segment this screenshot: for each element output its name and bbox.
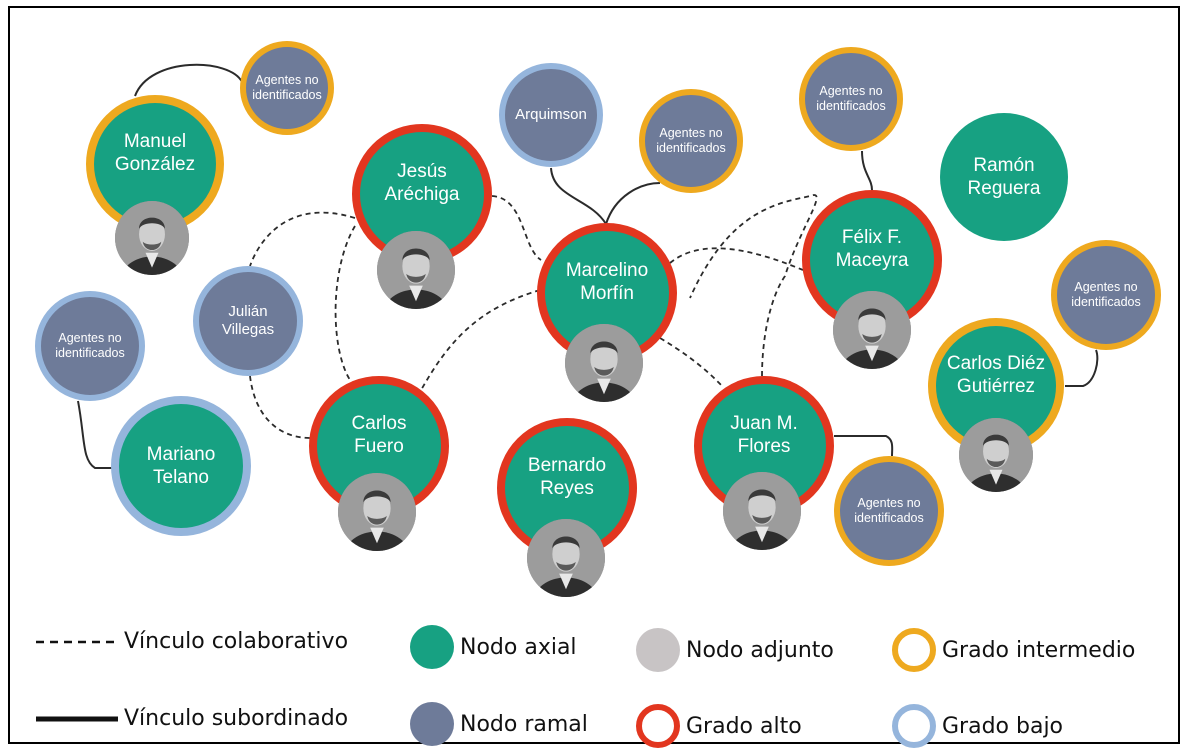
legend-axial: Nodo axial <box>410 625 577 669</box>
portrait-photo <box>833 291 911 369</box>
link-subordinado-6 <box>834 435 894 457</box>
link-colaborativo-9 <box>419 289 541 393</box>
link-colaborativo-14 <box>249 211 356 267</box>
link-colaborativo-7 <box>491 195 542 261</box>
link-subordinado-4 <box>77 400 113 469</box>
node-label: Félix F.Maceyra <box>835 226 909 271</box>
dashed-line-icon <box>36 640 120 643</box>
legend-ramal-label: Nodo ramal <box>460 711 588 737</box>
legend-ramal: Nodo ramal <box>410 702 588 746</box>
link-colaborativo-12 <box>689 194 818 377</box>
portrait-photo <box>527 519 605 597</box>
link-subordinado-2 <box>605 182 661 225</box>
link-subordinado-0 <box>134 63 243 97</box>
link-colaborativo-13 <box>249 375 311 439</box>
node-arquimson: Arquimson <box>499 63 603 167</box>
link-subordinado-1 <box>550 167 607 225</box>
legend-adjunto: Nodo adjunto <box>636 628 834 672</box>
link-colaborativo-11 <box>659 337 723 387</box>
link-subordinado-5 <box>1065 349 1099 387</box>
node-label: Juan M.Flores <box>730 412 798 457</box>
adjunto-swatch <box>636 628 680 672</box>
portrait-photo <box>723 472 801 550</box>
legend-axial-label: Nodo axial <box>460 634 577 660</box>
legend-colaborativo-label: Vínculo colaborativo <box>124 629 349 654</box>
portrait-photo <box>377 231 455 309</box>
portrait-photo <box>565 324 643 402</box>
legend-subordinado: Vínculo subordinado <box>36 706 348 731</box>
legend-alto-label: Grado alto <box>686 713 802 739</box>
intermedio-swatch <box>892 628 936 672</box>
bajo-swatch <box>892 704 936 748</box>
portrait-photo <box>115 201 189 275</box>
alto-swatch <box>636 704 680 748</box>
legend-bajo: Grado bajo <box>892 704 1063 748</box>
node-label: Arquimson <box>515 105 587 123</box>
legend-alto: Grado alto <box>636 704 802 748</box>
legend-bajo-label: Grado bajo <box>942 713 1064 739</box>
legend-adjunto-label: Nodo adjunto <box>686 637 834 663</box>
portrait-photo <box>959 418 1033 492</box>
legend-intermedio-label: Grado intermedio <box>942 637 1136 663</box>
solid-line-icon <box>36 716 118 721</box>
ramal-swatch <box>410 702 454 746</box>
portrait-photo <box>338 473 416 551</box>
axial-swatch <box>410 625 454 669</box>
link-colaborativo-8 <box>334 225 356 381</box>
legend-intermedio: Grado intermedio <box>892 628 1135 672</box>
link-colaborativo-10 <box>669 247 804 271</box>
network-diagram <box>77 63 1099 469</box>
legend-colaborativo: Vínculo colaborativo <box>36 629 348 654</box>
link-subordinado-3 <box>861 150 873 191</box>
legend-subordinado-label: Vínculo subordinado <box>124 706 349 731</box>
